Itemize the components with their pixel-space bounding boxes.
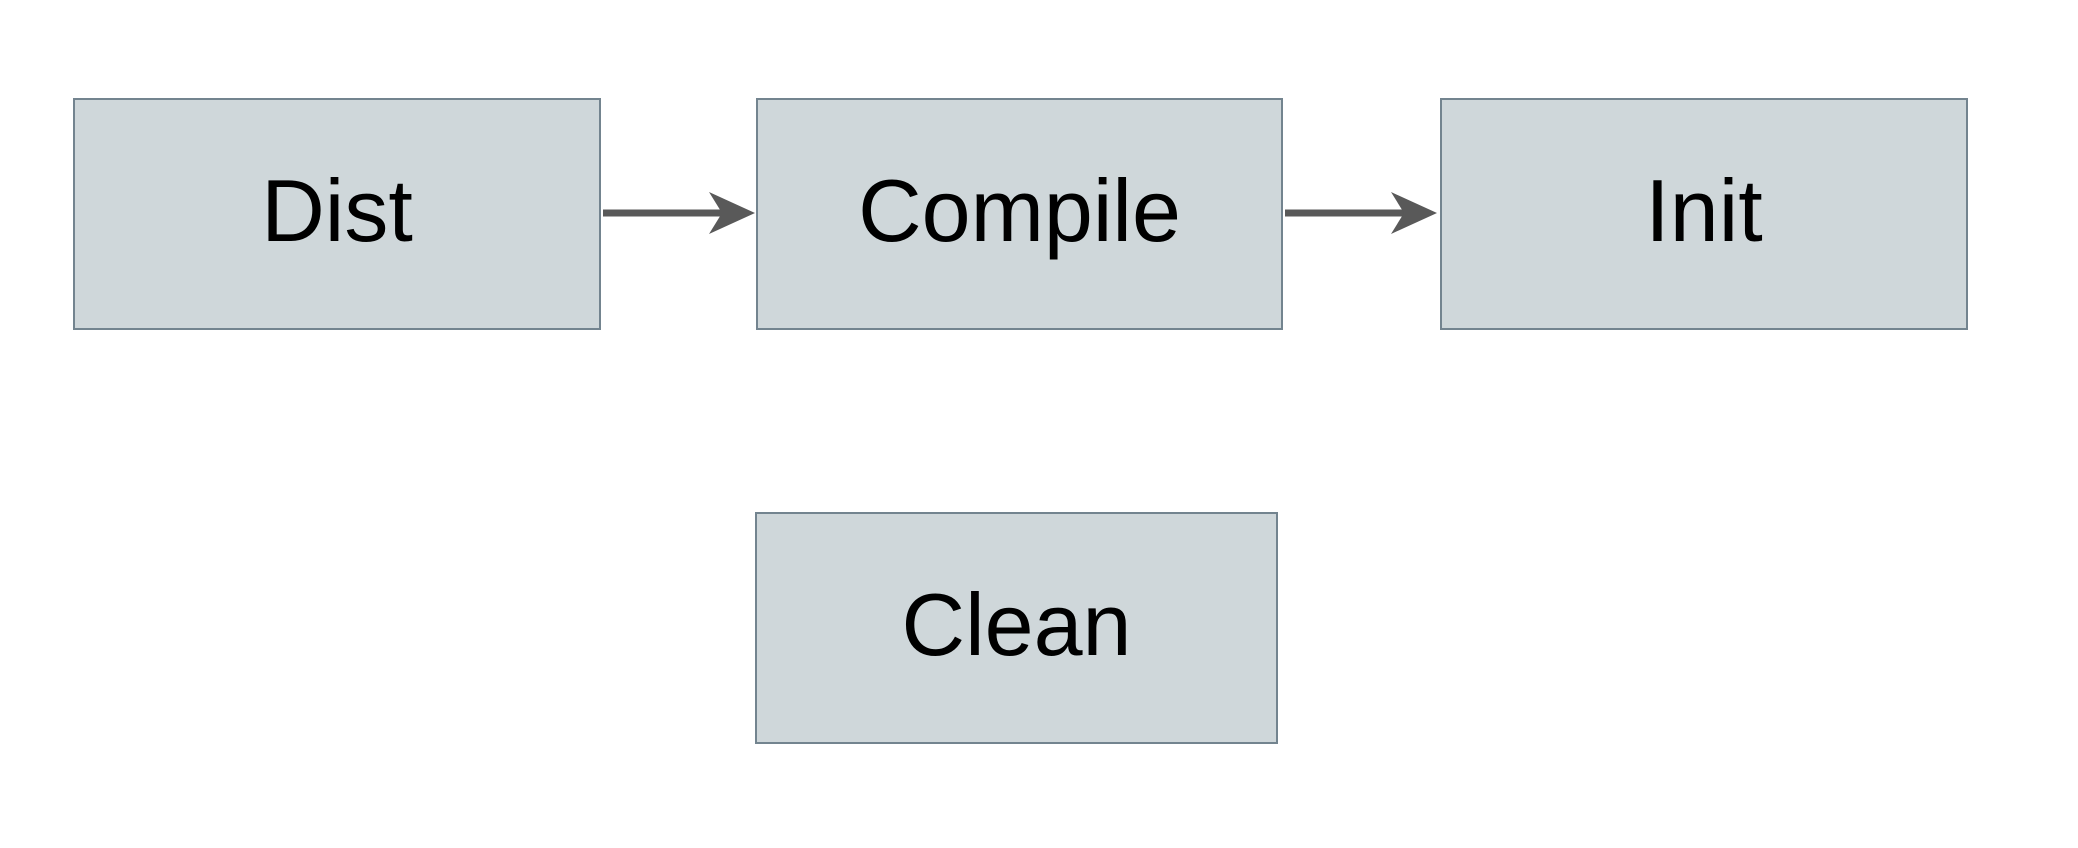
node-dist-label: Dist [261,161,413,260]
node-init-label: Init [1645,161,1763,260]
node-dist[interactable]: Dist [73,98,601,330]
node-init[interactable]: Init [1440,98,1968,330]
edge-dist-to-compile[interactable] [603,192,755,234]
node-compile-label: Compile [858,161,1181,260]
edge-compile-to-init[interactable] [1285,192,1437,234]
node-clean-label: Clean [901,575,1132,674]
node-compile[interactable]: Compile [756,98,1283,330]
node-clean[interactable]: Clean [755,512,1278,744]
